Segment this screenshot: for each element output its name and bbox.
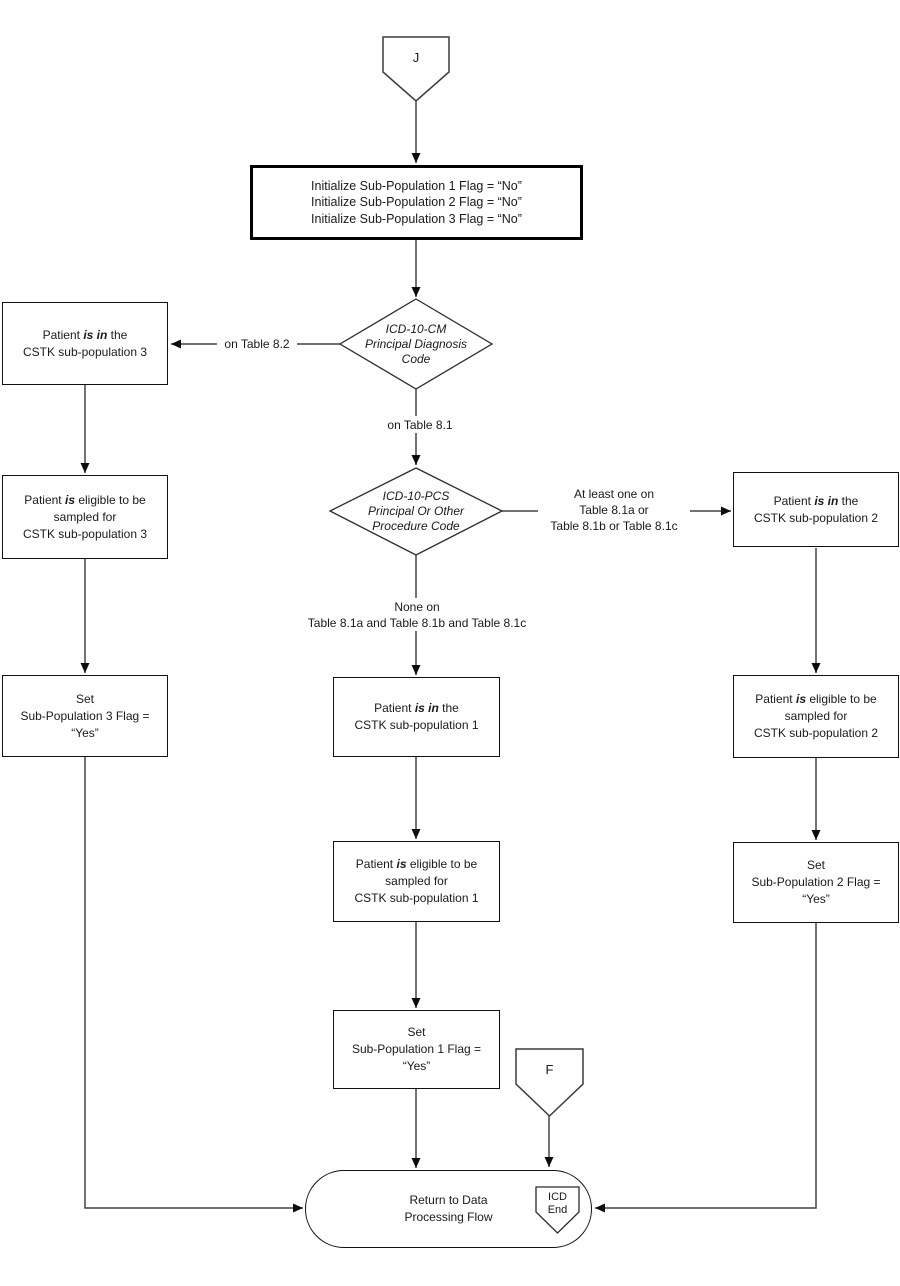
terminator-line: Processing Flow: [404, 1210, 493, 1224]
box-line: Set: [407, 1025, 426, 1039]
box-line: “Yes”: [402, 1059, 431, 1073]
offpage-connector-f-label: F: [516, 1054, 583, 1084]
icd-end-line: ICD: [548, 1191, 567, 1203]
decision-line: ICD-10-PCS: [382, 488, 450, 503]
box-line: Set: [75, 691, 94, 706]
process-eligible-subpop1: Patient is eligible to be sampled for CS…: [333, 841, 500, 922]
box-line: Initialize Sub-Population 2 Flag = “No”: [311, 195, 522, 210]
edge-label-line: Table 8.1a or: [579, 503, 649, 517]
terminator-line: Return to Data: [409, 1193, 488, 1207]
box-line: Initialize Sub-Population 3 Flag = “No”: [311, 211, 522, 226]
text-segment-emphasis: is: [795, 692, 806, 706]
box-line: “Yes”: [71, 725, 99, 740]
text-segment: Patient: [755, 692, 796, 706]
box-line: CSTK sub-population 2: [753, 510, 879, 525]
icd-end-connector-label: ICD End: [536, 1189, 579, 1231]
process-patient-in-subpop2: Patient is in the CSTK sub-population 2: [733, 472, 899, 547]
edge-label-on-table-8-1: on Table 8.1: [378, 416, 462, 433]
box-line: CSTK sub-population 2: [753, 726, 879, 740]
edge-label-none-on: None on Table 8.1a and Table 8.1b and Ta…: [294, 598, 540, 631]
text-segment: the: [438, 701, 459, 715]
box-line: Sub-Population 1 Flag =: [351, 1042, 482, 1056]
box-line: Patient is eligible to be: [24, 492, 145, 509]
edge-label-line: Table 8.1b or Table 8.1c: [550, 519, 678, 533]
box-line: Patient is eligible to be: [755, 691, 876, 708]
text-segment: Patient: [24, 492, 65, 507]
text-segment-emphasis: is in: [83, 327, 108, 342]
text-segment: Patient: [42, 327, 84, 342]
edge-label-line: Table 8.1a and Table 8.1b and Table 8.1c: [307, 615, 527, 630]
decision-line: Code: [401, 351, 431, 366]
box-line: CSTK sub-population 3: [22, 526, 148, 541]
offpage-connector-j-shape: [382, 36, 450, 102]
process-initialize-flags: Initialize Sub-Population 1 Flag = “No” …: [250, 165, 583, 240]
box-line: CSTK sub-population 1: [354, 718, 479, 732]
connector-letter: F: [545, 1061, 554, 1077]
box-line: sampled for: [53, 509, 117, 524]
process-set-subpop2-flag: Set Sub-Population 2 Flag = “Yes”: [733, 842, 899, 923]
box-line: Patient is in the: [774, 493, 859, 510]
box-line: sampled for: [784, 709, 848, 723]
text-segment: eligible to be: [75, 492, 146, 507]
edge-set3-to-return: [84, 757, 303, 1213]
box-line: Patient is in the: [374, 700, 459, 717]
decision-icd10cm-shape: [338, 298, 494, 390]
process-patient-in-subpop1: Patient is in the CSTK sub-population 1: [333, 677, 500, 757]
box-line: “Yes”: [802, 892, 830, 906]
offpage-connector-f-shape: [515, 1048, 584, 1118]
offpage-connector-j-label: J: [383, 42, 449, 72]
edge-label-line: on Table 8.2: [224, 337, 290, 351]
text-segment: eligible to be: [406, 857, 478, 871]
process-eligible-subpop3: Patient is eligible to be sampled for CS…: [2, 475, 168, 559]
decision-line: Principal Or Other: [367, 503, 465, 518]
text-segment: Patient: [374, 701, 415, 715]
edge-label-line: At least one on: [573, 487, 655, 501]
edge-set2-to-return: [595, 923, 817, 1213]
process-set-subpop3-flag: Set Sub-Population 3 Flag = “Yes”: [2, 675, 168, 757]
text-segment: Patient: [773, 493, 815, 508]
process-eligible-subpop2: Patient is eligible to be sampled for CS…: [733, 675, 899, 758]
process-set-subpop1-flag: Set Sub-Population 1 Flag = “Yes”: [333, 1010, 500, 1089]
text-segment-emphasis: is: [64, 492, 75, 507]
edge-label-at-least-one: At least one on Table 8.1a or Table 8.1b…: [538, 485, 690, 535]
box-line: CSTK sub-population 1: [354, 891, 479, 905]
text-segment: Patient: [355, 857, 397, 871]
box-line: sampled for: [385, 874, 448, 888]
box-line: CSTK sub-population 3: [22, 344, 148, 359]
box-line: Patient is eligible to be: [356, 856, 477, 873]
box-line: Sub-Population 3 Flag =: [20, 708, 150, 723]
box-line: Patient is in the: [43, 327, 128, 344]
decision-icd10cm-label: ICD-10-CM Principal Diagnosis Code: [341, 316, 491, 372]
decision-icd10pcs-label: ICD-10-PCS Principal Or Other Procedure …: [336, 483, 496, 539]
edge-label-line: on Table 8.1: [387, 417, 453, 432]
text-segment: the: [838, 493, 859, 508]
icd-end-line: End: [547, 1204, 568, 1216]
decision-line: Procedure Code: [372, 518, 460, 533]
text-segment: the: [107, 327, 128, 342]
box-line: Initialize Sub-Population 1 Flag = “No”: [311, 178, 522, 193]
box-line: Sub-Population 2 Flag =: [751, 875, 881, 889]
decision-icd10pcs-shape: [328, 467, 504, 556]
box-line: Set: [806, 858, 825, 872]
process-patient-in-subpop3: Patient is in the CSTK sub-population 3: [2, 302, 168, 385]
text-segment-emphasis: is in: [414, 701, 439, 715]
decision-line: ICD-10-CM: [385, 321, 447, 336]
decision-line: Principal Diagnosis: [364, 336, 468, 351]
text-segment: eligible to be: [806, 692, 877, 706]
connector-letter: J: [412, 49, 420, 65]
text-segment-emphasis: is in: [814, 493, 839, 508]
edge-label-line: None on: [394, 599, 440, 614]
text-segment-emphasis: is: [396, 857, 407, 871]
edge-label-on-table-8-2: on Table 8.2: [217, 336, 297, 352]
